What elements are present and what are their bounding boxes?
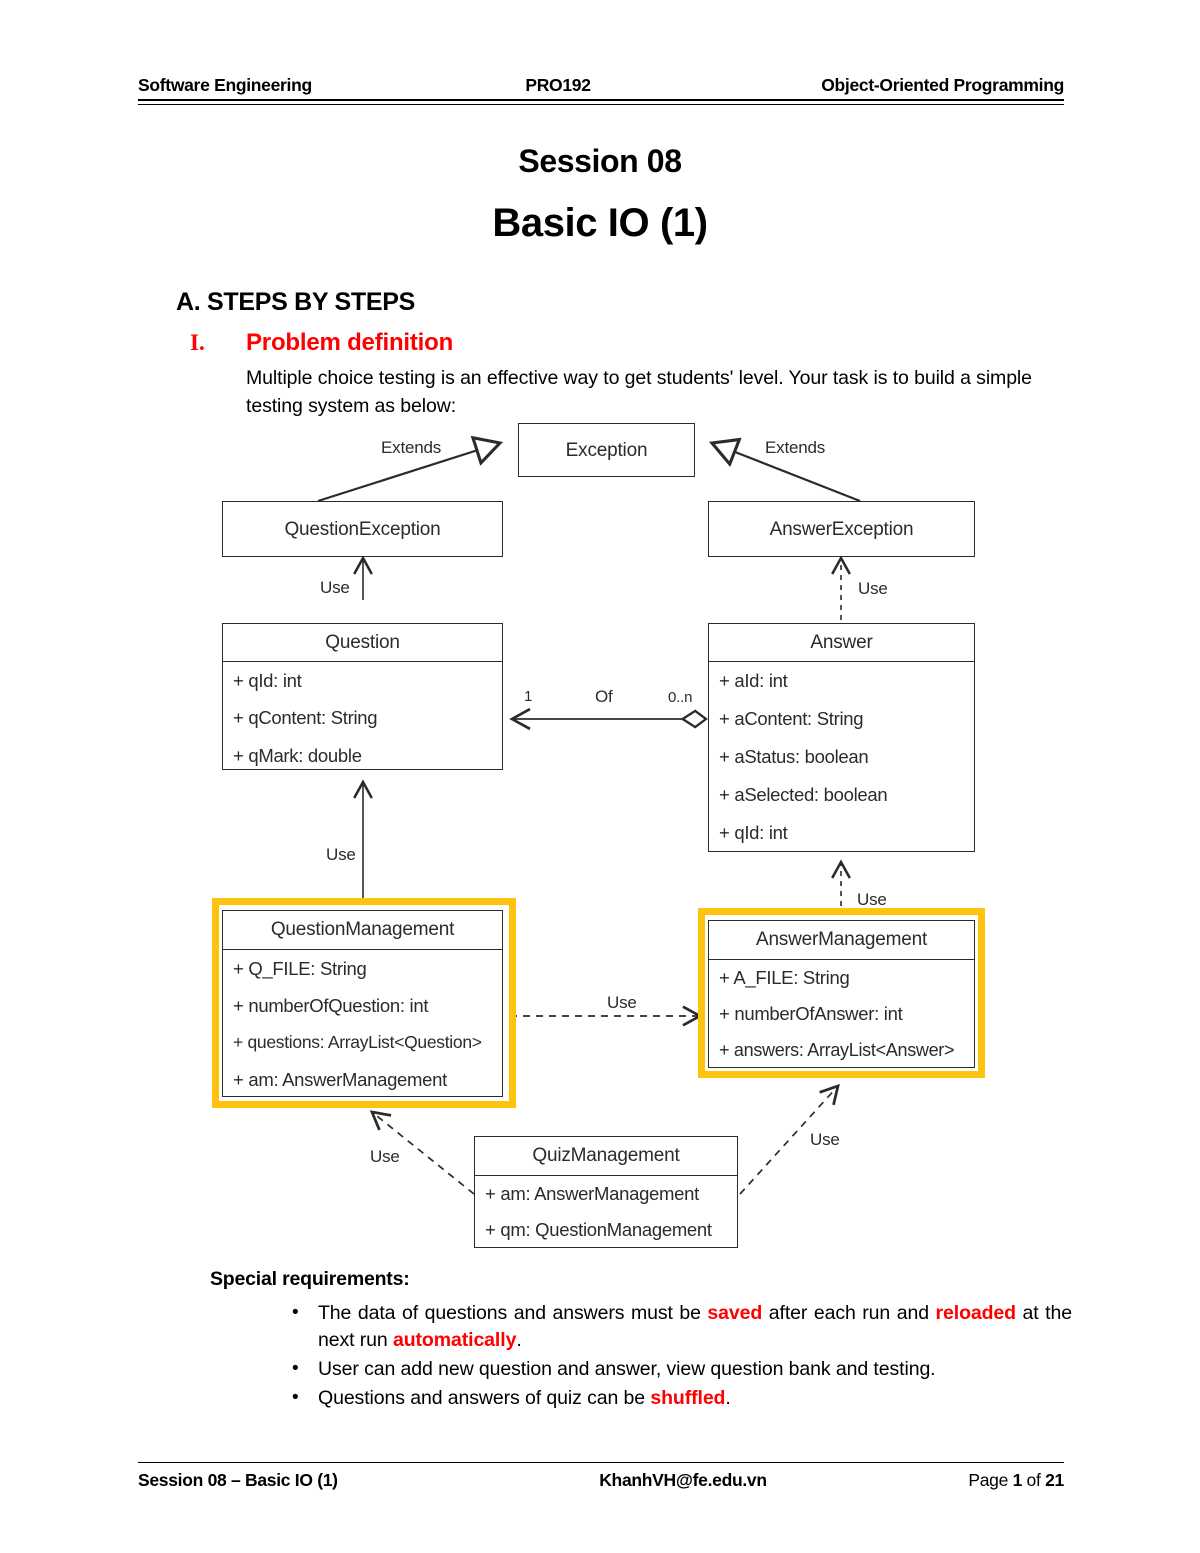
uml-attribute: + am: AnswerManagement [485,1183,699,1204]
edge-label-use-answer-management: Use [857,890,887,909]
uml-class-answer-management: AnswerManagement + A_FILE: String + numb… [708,920,975,1068]
bullet-icon: • [292,1302,299,1323]
edge-label-multiplicity-one: 1 [524,688,533,705]
uml-class-question: Question + qId: int + qContent: String +… [222,623,503,770]
uml-class-answer-exception: AnswerException [708,501,975,557]
uml-class-question-exception: QuestionException [222,501,503,557]
special-requirements-heading: Special requirements: [210,1268,410,1290]
edge-label-use-qm-to-am: Use [607,993,637,1012]
uml-attribute: + aStatus: boolean [719,746,869,767]
uml-attribute: + am: AnswerManagement [233,1068,447,1090]
footer-page-number: 1 [1012,1470,1023,1490]
edge-label-extends-right: Extends [765,438,826,457]
section-heading-steps: A. STEPS BY STEPS [176,288,415,316]
uml-attribute: + answers: ArrayList<Answer> [719,1039,955,1060]
edge-label-multiplicity-many: 0..n [668,689,693,706]
uml-attribute: + qId: int [233,669,302,691]
footer-total-pages: 21 [1045,1470,1064,1490]
uml-separator [709,959,974,960]
uml-attribute: + aId: int [719,670,788,691]
session-title: Session 08 [518,143,682,179]
header-course-right: Object-Oriented Programming [821,75,1064,95]
header-rule-thick [138,99,1064,101]
uml-attribute: + aSelected: boolean [719,784,888,805]
requirement-text: Questions and answers of quiz can be shu… [318,1387,731,1409]
footer-page-prefix: Page [968,1470,1013,1490]
uml-class-name: QuestionException [284,519,441,540]
header-course-code: PRO192 [525,75,591,95]
subsection-numeral: I. [190,330,205,355]
uml-attribute: + Q_FILE: String [233,957,367,979]
uml-separator [223,949,502,950]
uml-separator [475,1175,737,1176]
uml-class-name: Exception [565,440,648,461]
edge-label-use-question-exception: Use [320,578,350,597]
requirement-text: User can add new question and answer, vi… [318,1358,936,1380]
footer-session-label: Session 08 – Basic IO (1) [138,1470,338,1490]
special-requirements-list: • The data of questions and answers must… [282,1300,1072,1414]
page-header: Software Engineering PRO192 Object-Orien… [138,68,1064,105]
edge-label-use-answer-exception: Use [858,579,888,598]
subsection-heading-problem-definition: Problem definition [246,329,454,356]
edge-label-use-quiz-to-am: Use [810,1130,840,1149]
uml-class-name: AnswerManagement [755,929,928,950]
edge-label-use-quiz-to-qm: Use [370,1147,400,1166]
uml-highlight-answer-management [698,908,985,1078]
uml-class-answer: Answer + aId: int + aContent: String + a… [708,623,975,852]
uml-attribute: + qId: int [719,822,788,843]
uml-attribute: + qContent: String [233,707,378,728]
footer-email: KhanhVH@fe.edu.vn [599,1470,767,1490]
uml-class-name: QuestionManagement [270,919,455,940]
uml-attribute: + questions: ArrayList<Question> [233,1032,482,1052]
bullet-icon: • [292,1358,299,1379]
footer-page-mid: of [1022,1470,1046,1490]
problem-intro-paragraph: Multiple choice testing is an effective … [246,367,1032,417]
uml-attribute: + A_FILE: String [719,967,850,988]
uml-class-name: QuizManagement [532,1145,680,1166]
footer-page-indicator: Page 1 of 21 [848,1470,1064,1491]
uml-attribute: + qMark: double [233,745,362,766]
uml-class-name: Answer [810,632,873,653]
uml-class-question-management: QuestionManagement + Q_FILE: String + nu… [222,910,503,1097]
uml-class-name: Question [325,632,400,653]
edge-label-use-question-management: Use [326,845,356,864]
edge-label-association-of: Of [595,687,613,706]
document-title: Basic IO (1) [492,201,708,245]
list-item: • Questions and answers of quiz can be s… [282,1385,1072,1412]
uml-highlight-question-management [212,898,516,1108]
uml-class-exception: Exception [518,423,695,477]
bullet-icon: • [292,1387,299,1408]
edge-label-extends-left: Extends [381,438,442,457]
uml-class-quiz-management: QuizManagement + am: AnswerManagement + … [474,1136,738,1248]
header-course-left: Software Engineering [138,75,312,95]
uml-class-name: AnswerException [769,519,914,540]
uml-attribute: + numberOfAnswer: int [719,1003,903,1024]
uml-attribute: + numberOfQuestion: int [233,994,429,1016]
list-item: • The data of questions and answers must… [282,1300,1072,1354]
header-rule-thin [138,104,1064,105]
uml-attribute: + qm: QuestionManagement [485,1219,712,1240]
footer-rule [138,1462,1064,1463]
uml-attribute: + aContent: String [719,708,864,729]
uml-separator [223,661,502,662]
uml-separator [709,661,974,662]
requirement-text: The data of questions and answers must b… [318,1302,1072,1351]
list-item: • User can add new question and answer, … [282,1356,1072,1383]
